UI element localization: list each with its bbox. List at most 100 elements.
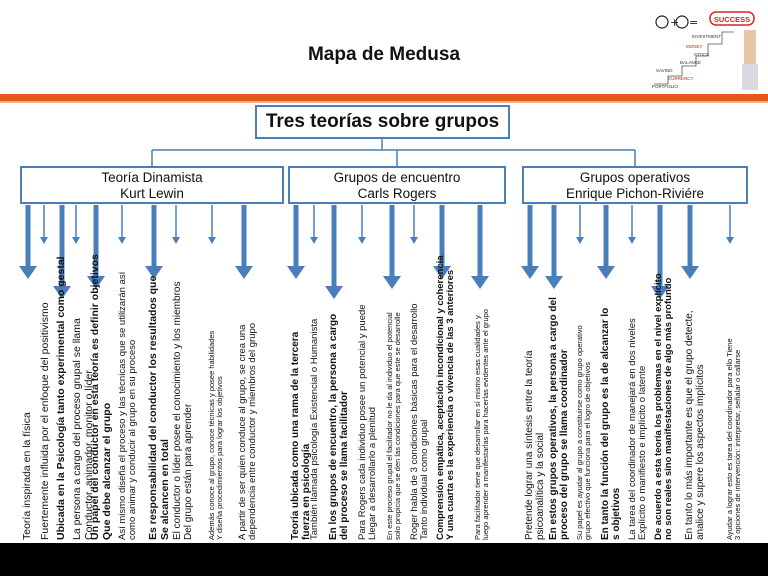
theory-point-line: En tanto la función del grupo es la de a…	[600, 307, 611, 540]
root-topic-box: Tres teorías sobre grupos	[255, 105, 510, 139]
theory-point-line: En tanto lo más importante es que el gru…	[684, 310, 695, 540]
theory-point: Roger habla de 3 condiciones básicas par…	[409, 120, 431, 540]
theory-author: Carls Rogers	[357, 186, 437, 201]
arrow-head	[651, 286, 669, 299]
theory-point-line: como animar y conducir al grupo en su pr…	[127, 339, 139, 540]
theory-point: De acuerdo a esta teoría los problemas e…	[653, 120, 675, 540]
arrow-head	[545, 276, 563, 289]
theory-box-operativos: Grupos operativos Enrique Pichon-Riviére	[522, 166, 748, 204]
theory-point: En este proceso grupal el facilitador no…	[385, 120, 403, 540]
theory-point-line: En estos grupos operativos, la persona a…	[548, 297, 559, 540]
arrow-head	[208, 237, 216, 244]
theory-point: El conductor o líder posee el conocimien…	[172, 120, 194, 540]
theory-point-line: En los grupos de encuentro, la persona a…	[328, 313, 339, 540]
theory-point: Para facilitador tiene que desarrollar e…	[473, 120, 491, 540]
arrow-head	[118, 237, 126, 244]
theory-point-line: del proceso se llama facilitador	[339, 391, 350, 540]
theory-point: También llamada psicología Existencial o…	[309, 120, 320, 540]
theory-point: Así mismo diseña el proceso y las técnic…	[117, 120, 139, 540]
arrow-head	[383, 276, 401, 289]
theory-point-line: proceso del grupo se llama coordinador	[559, 349, 570, 540]
theory-point-line: También llamada psicología Existencial o…	[309, 318, 320, 540]
logo-word: SUCCESS	[714, 15, 750, 24]
theory-point: A partir de ser quien conduce al grupo, …	[237, 120, 259, 540]
theory-point: Teoría inspirada en la física	[21, 120, 34, 540]
theory-point-line: La persona a cargo del proceso grupal se…	[71, 318, 83, 540]
theory-point-line: Ubicada en la Psicología tanto experimen…	[55, 256, 67, 540]
success-logo: + = SUCCESS INVESTMENT MONEY STOCK BALAN…	[648, 4, 760, 92]
theory-point-line: Teoría inspirada en la física	[21, 412, 33, 540]
theory-point-line: luego aprender a manifestarlas para hace…	[481, 309, 491, 540]
svg-text:=: =	[689, 16, 698, 29]
theory-point-line: solo propicia que se den las condiciones…	[393, 312, 403, 540]
logo-word: MONEY	[686, 44, 703, 49]
theory-point: Ubicada en la Psicología tanto experimen…	[55, 120, 68, 540]
arrow-head	[53, 286, 71, 299]
logo-word: CURRENCY	[668, 76, 694, 81]
arrow-head	[576, 237, 584, 244]
arrow-head	[597, 266, 615, 279]
theory-point-line: psicoanalítica y la social	[535, 432, 546, 540]
arrow-head	[433, 266, 451, 279]
theory-point-line: Que debe alcanzar el grupo	[100, 402, 113, 540]
arrow-head	[325, 286, 343, 299]
arrow-head	[521, 266, 539, 279]
arrow-head	[471, 276, 489, 289]
theory-point: En tanto la función del grupo es la de a…	[600, 120, 622, 540]
theory-point-line: 3 opciones de intervención: interpretar,…	[733, 349, 743, 540]
theory-point-line: Se alcancen en total	[158, 439, 171, 540]
theory-box-encuentro: Grupos de encuentro Carls Rogers	[288, 166, 506, 204]
theory-point: Su papel es ayudar al grupo a constituir…	[575, 120, 593, 540]
theory-point: Además conoce al grupo, conoce técnicas …	[207, 120, 225, 540]
theory-point: Comprensión empática, aceptación incondi…	[435, 120, 457, 540]
theory-point-line: Fuertemente influida por el enfoque del …	[39, 302, 51, 540]
theory-point-line: Llegar a desarrollarlo a plenitud	[367, 406, 379, 540]
logo-word: INVESTMENT	[692, 34, 721, 39]
theory-point-line: no son reales sino manifestaciones de al…	[663, 277, 675, 540]
theory-point-line: Es responsabilidad del conductor los res…	[147, 275, 159, 540]
theory-point-line: Pretende lograr una síntesis entre la te…	[524, 350, 535, 540]
arrow-head	[310, 237, 318, 244]
theory-point-line: Del grupo están para aprender	[183, 403, 194, 540]
theory-point: En estos grupos operativos, la persona a…	[548, 120, 570, 540]
arrow-head	[235, 266, 253, 279]
theory-point-line: grupo efectivo que funciona para el logr…	[583, 361, 593, 540]
arrow-head	[287, 266, 305, 279]
theory-author: Kurt Lewin	[120, 186, 184, 201]
arrow-head	[19, 266, 37, 279]
theory-name: Grupos de encuentro	[333, 170, 461, 185]
theory-name: Teoría Dinamista	[101, 170, 203, 185]
logo-word: PORTFOLIO	[652, 84, 678, 89]
theory-point-line: El conductor o líder posee el conocimien…	[172, 281, 183, 540]
theory-point: Es responsabilidad del conductor los res…	[147, 120, 171, 540]
logo-word: STOCK	[694, 52, 709, 57]
theory-point: Un papel del conductor en esta teoría es…	[89, 120, 113, 540]
arrow-head	[726, 237, 734, 244]
svg-text:+: +	[670, 16, 679, 29]
theory-point: Pretende lograr una síntesis entre la te…	[524, 120, 546, 540]
theory-point-line: analice y supere los aspectos implícitos	[695, 364, 706, 540]
arrow-head	[172, 237, 180, 244]
logo-word: SAVING	[656, 68, 673, 73]
theory-point-line: Un papel del conductor en esta teoría es…	[89, 254, 101, 540]
theory-point-line: Explícito o manifiesto e implícito o lat…	[637, 365, 649, 540]
theory-point: Fuertemente influida por el enfoque del …	[39, 120, 52, 540]
theory-point-line: s objetivos	[611, 487, 622, 540]
arrow-head	[72, 237, 80, 244]
arrow-head	[40, 237, 48, 244]
header-divider	[0, 94, 768, 101]
logo-word: BALANCE	[680, 60, 701, 65]
root-topic-label: Tres teorías sobre grupos	[265, 111, 500, 132]
theory-point: Para Rogers cada individuo posee un pote…	[357, 120, 379, 540]
success-staircase-icon: + = SUCCESS INVESTMENT MONEY STOCK BALAN…	[652, 11, 758, 90]
arrow-head	[628, 237, 636, 244]
theory-point: En los grupos de encuentro, la persona a…	[328, 120, 350, 540]
theory-point-line: Y una cuarta es la experiencia o vivenci…	[445, 269, 457, 540]
theory-point-line: Y diseña procedimientos para lograr los …	[215, 376, 225, 540]
arrow-head	[410, 237, 418, 244]
arrow-head	[145, 266, 163, 279]
theory-point-line: dependencia entre conductor y miembros d…	[247, 322, 259, 540]
page-title: Mapa de Medusa	[307, 44, 461, 65]
theory-point-line: Tanto individual como grupal	[419, 419, 431, 540]
